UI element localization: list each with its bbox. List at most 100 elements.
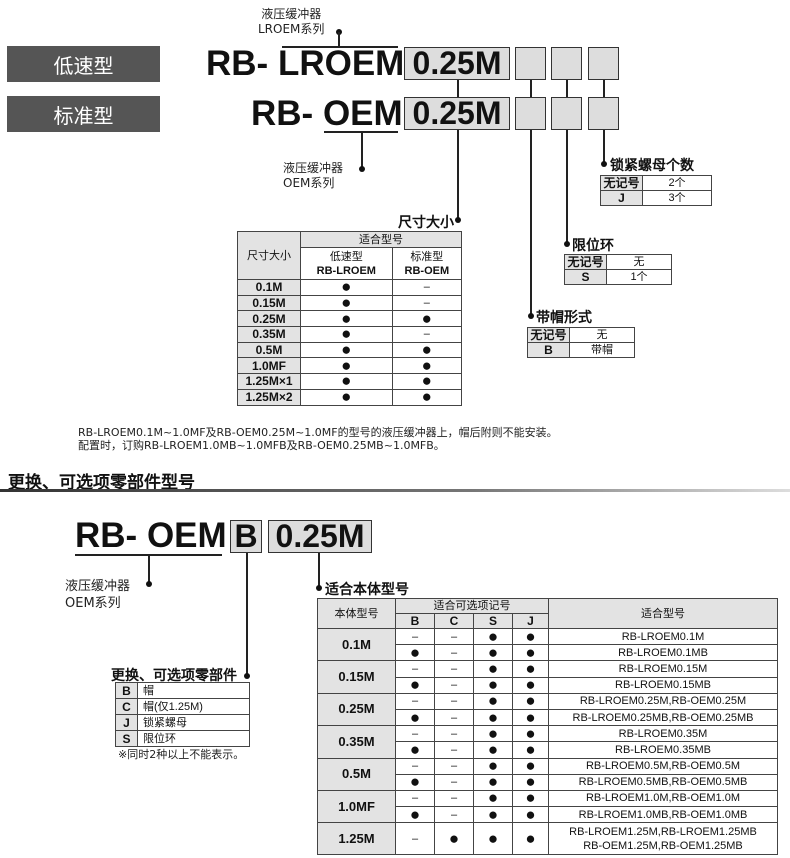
- header-opt-C: C: [434, 613, 474, 629]
- body-size-cell: 1.25M: [317, 822, 396, 856]
- model-line: RB-LROEM0.35M: [618, 727, 708, 740]
- parts-title: 更换、可选项零部件: [111, 668, 237, 684]
- table-row: 无记号无: [564, 254, 672, 270]
- body-size-cell: 0.35M: [317, 725, 396, 759]
- body-size-cell: 0.15M: [317, 660, 396, 694]
- value-cell: 1个: [606, 269, 672, 285]
- header-text: 低速型: [329, 250, 363, 263]
- lock-nut-title: 锁紧螺母个数: [610, 158, 694, 174]
- table-row: 0.25M––●●RB-LROEM0.25M,RB-OEM0.25M: [317, 692, 778, 727]
- model-line: RB-LROEM0.15M: [618, 662, 708, 675]
- model-code-oem: RB- OEM: [251, 96, 403, 131]
- standard-cell: ●: [391, 310, 463, 328]
- model-line: RB-LROEM0.15MB: [615, 679, 711, 692]
- value-cell: 锁紧螺母: [137, 714, 250, 731]
- option-cell: –: [434, 708, 474, 727]
- model-line: RB-LROEM1.25M,RB-LROEM1.25MB: [569, 825, 757, 838]
- stop-ring-title: 限位环: [572, 238, 614, 254]
- caption-line: OEM系列: [283, 176, 335, 190]
- model-line: RB-LROEM0.5MB,RB-OEM0.5MB: [578, 776, 748, 789]
- header-model: RB-LROEM: [316, 264, 376, 277]
- caption-line: OEM系列: [65, 596, 121, 611]
- size-cell: 0.1M: [237, 279, 301, 296]
- table-row: 0.15M––●●RB-LROEM0.15M: [317, 660, 778, 694]
- leader-line: [361, 131, 363, 168]
- size-cell: 0.35M: [237, 326, 301, 343]
- leader-line: [603, 130, 605, 163]
- option-cell: ●: [395, 676, 435, 694]
- option-cell: –: [434, 789, 474, 808]
- key-cell: 无记号: [600, 175, 643, 191]
- option-cell: –: [395, 822, 435, 856]
- leader-line: [338, 32, 340, 47]
- model-line: RB-LROEM0.1MB: [618, 646, 708, 659]
- size-table-title: 尺寸大小: [398, 215, 454, 231]
- option-cell: –: [434, 692, 474, 710]
- bullet-dot: [528, 313, 534, 319]
- standard-label: 标准型: [7, 96, 160, 132]
- body-size-cell: 1.0MF: [317, 789, 396, 824]
- option-cell: –: [434, 806, 474, 824]
- leader-line: [566, 80, 568, 97]
- standard-cell: –: [391, 279, 463, 296]
- table-row: 0.5M●●: [237, 341, 463, 359]
- lroem-caption: 液压缓冲器 LROEM系列: [258, 7, 324, 37]
- models-cell: RB-LROEM0.35M: [548, 725, 778, 743]
- size-cell: 0.15M: [237, 294, 301, 312]
- model-code-lroem: RB- LROEM: [206, 44, 404, 83]
- table-row: 0.35M––●●RB-LROEM0.35M: [317, 725, 778, 759]
- key-cell: B: [527, 342, 570, 358]
- option-cell: ●: [395, 806, 435, 824]
- option-box-nut: [588, 47, 619, 80]
- table-row: 1.25M×2●●: [237, 388, 463, 406]
- low-speed-label: 低速型: [7, 46, 160, 82]
- size-cell: 0.5M: [237, 341, 301, 359]
- models-cell: RB-LROEM0.15MB: [548, 676, 778, 694]
- table-row: 0.1M●–: [237, 279, 463, 296]
- model-prefix: RB-: [206, 44, 269, 83]
- key-cell: 无记号: [564, 254, 607, 270]
- option-cell: ●: [512, 692, 549, 710]
- leader-line: [148, 555, 150, 583]
- table-row: ●–●●RB-LROEM0.1MB: [318, 644, 778, 662]
- option-box-cap: [515, 97, 546, 130]
- header-model: RB-OEM: [404, 264, 450, 277]
- models-cell: RB-LROEM0.25MB,RB-OEM0.25MB: [548, 708, 778, 727]
- leader-line: [566, 130, 568, 243]
- size-box: 0.25M: [268, 518, 372, 554]
- leader-line: [530, 130, 532, 315]
- option-cell: ●: [395, 708, 435, 727]
- value-cell: 带帽: [569, 342, 635, 358]
- parts-note: ※同时2种以上不能表示。: [118, 748, 245, 761]
- caption-line: 液压缓冲器: [261, 7, 322, 21]
- model-line: RB-LROEM0.25M,RB-OEM0.25M: [579, 695, 747, 708]
- key-cell: J: [115, 714, 138, 731]
- table-row: 1.25M×1●●: [237, 373, 463, 390]
- key-cell: S: [564, 269, 607, 285]
- option-cell: ●: [395, 741, 435, 759]
- size-cell: 0.25M: [237, 310, 301, 328]
- option-cell: –: [434, 644, 474, 662]
- option-box-ring: [551, 97, 582, 130]
- option-cell: –: [395, 692, 435, 710]
- table-row: 0.35M●–: [237, 326, 463, 343]
- table-row: 无记号无: [527, 327, 635, 343]
- model-line: RB-LROEM0.25MB,RB-OEM0.25MB: [572, 711, 754, 724]
- models-cell: RB-LROEM1.0MB,RB-OEM1.0MB: [548, 806, 778, 824]
- section-divider: [0, 489, 790, 492]
- header-models: 适合型号: [548, 598, 778, 629]
- models-cell: RB-LROEM0.1MB: [548, 644, 778, 662]
- value-cell: 帽: [137, 682, 250, 699]
- size-box: 0.25M: [404, 95, 510, 131]
- header-opt-J: J: [512, 613, 549, 629]
- value-cell: 无: [606, 254, 672, 270]
- value-cell: 帽(仅1.25M): [137, 698, 250, 715]
- option-cell: –: [434, 757, 474, 775]
- table-row: ●–●●RB-LROEM1.0MB,RB-OEM1.0MB: [318, 806, 778, 824]
